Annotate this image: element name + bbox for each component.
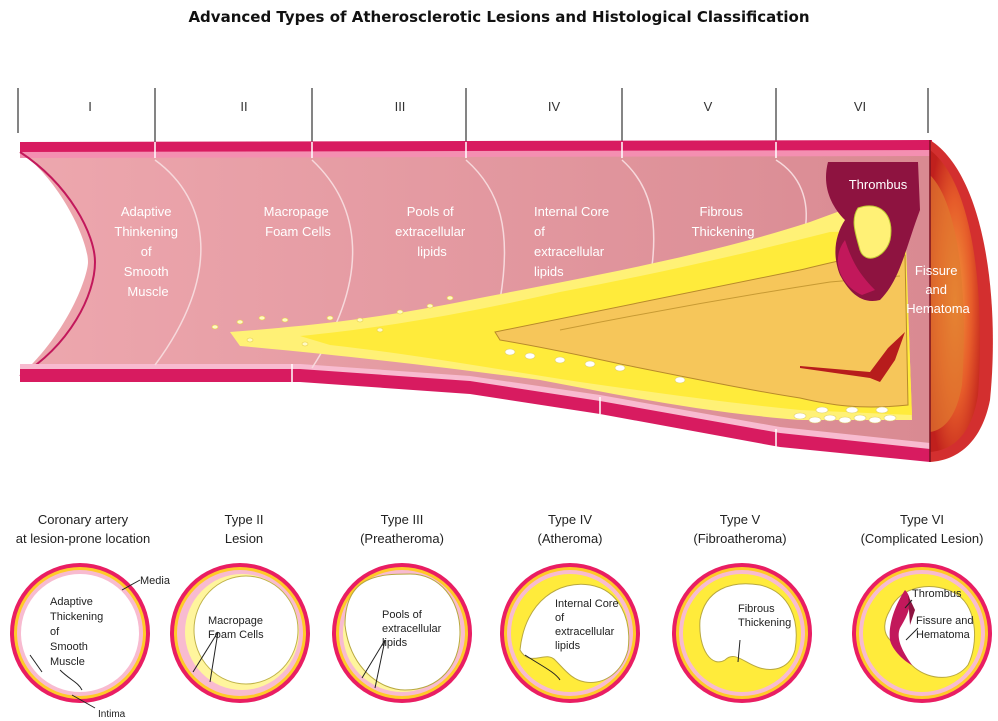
cross-section-6: Thrombus Fissure and Hematoma (852, 563, 992, 703)
stage-numerals: I II III IV V VI (88, 99, 866, 114)
stage-numeral-1: I (88, 99, 92, 114)
artery-longitudinal (20, 140, 993, 462)
cs1-media-label: Media (140, 575, 171, 587)
cross-section-5: Fibrous Thickening (672, 563, 812, 703)
stage-numeral-2: II (240, 99, 247, 114)
stage-numeral-3: III (395, 99, 406, 114)
cs1-intima-label: Intima (98, 709, 126, 720)
cross-section-4: Internal Core of extracellular lipids (500, 563, 640, 703)
stage-numeral-6: VI (854, 99, 866, 114)
cross-section-3: Pools of extracellular lipids (332, 563, 472, 703)
stage-numeral-4: IV (548, 99, 561, 114)
cs6-title: Type VI(Complicated Lesion) (861, 512, 984, 546)
stage-numeral-5: V (704, 99, 713, 114)
cs5-title: Type V(Fibroatheroma) (693, 512, 786, 546)
cs6-thrombus-label: Thrombus (912, 588, 962, 600)
cross-section-2: Macropage Foam Cells (170, 563, 310, 703)
cs3-title: Type III(Preatheroma) (360, 512, 444, 546)
cs4-title: Type IV(Atheroma) (537, 512, 602, 546)
cross-section-1: Media Intima Adaptive Thickening of Smoo… (10, 563, 171, 720)
artery-label-thrombus: Thrombus (849, 177, 908, 192)
